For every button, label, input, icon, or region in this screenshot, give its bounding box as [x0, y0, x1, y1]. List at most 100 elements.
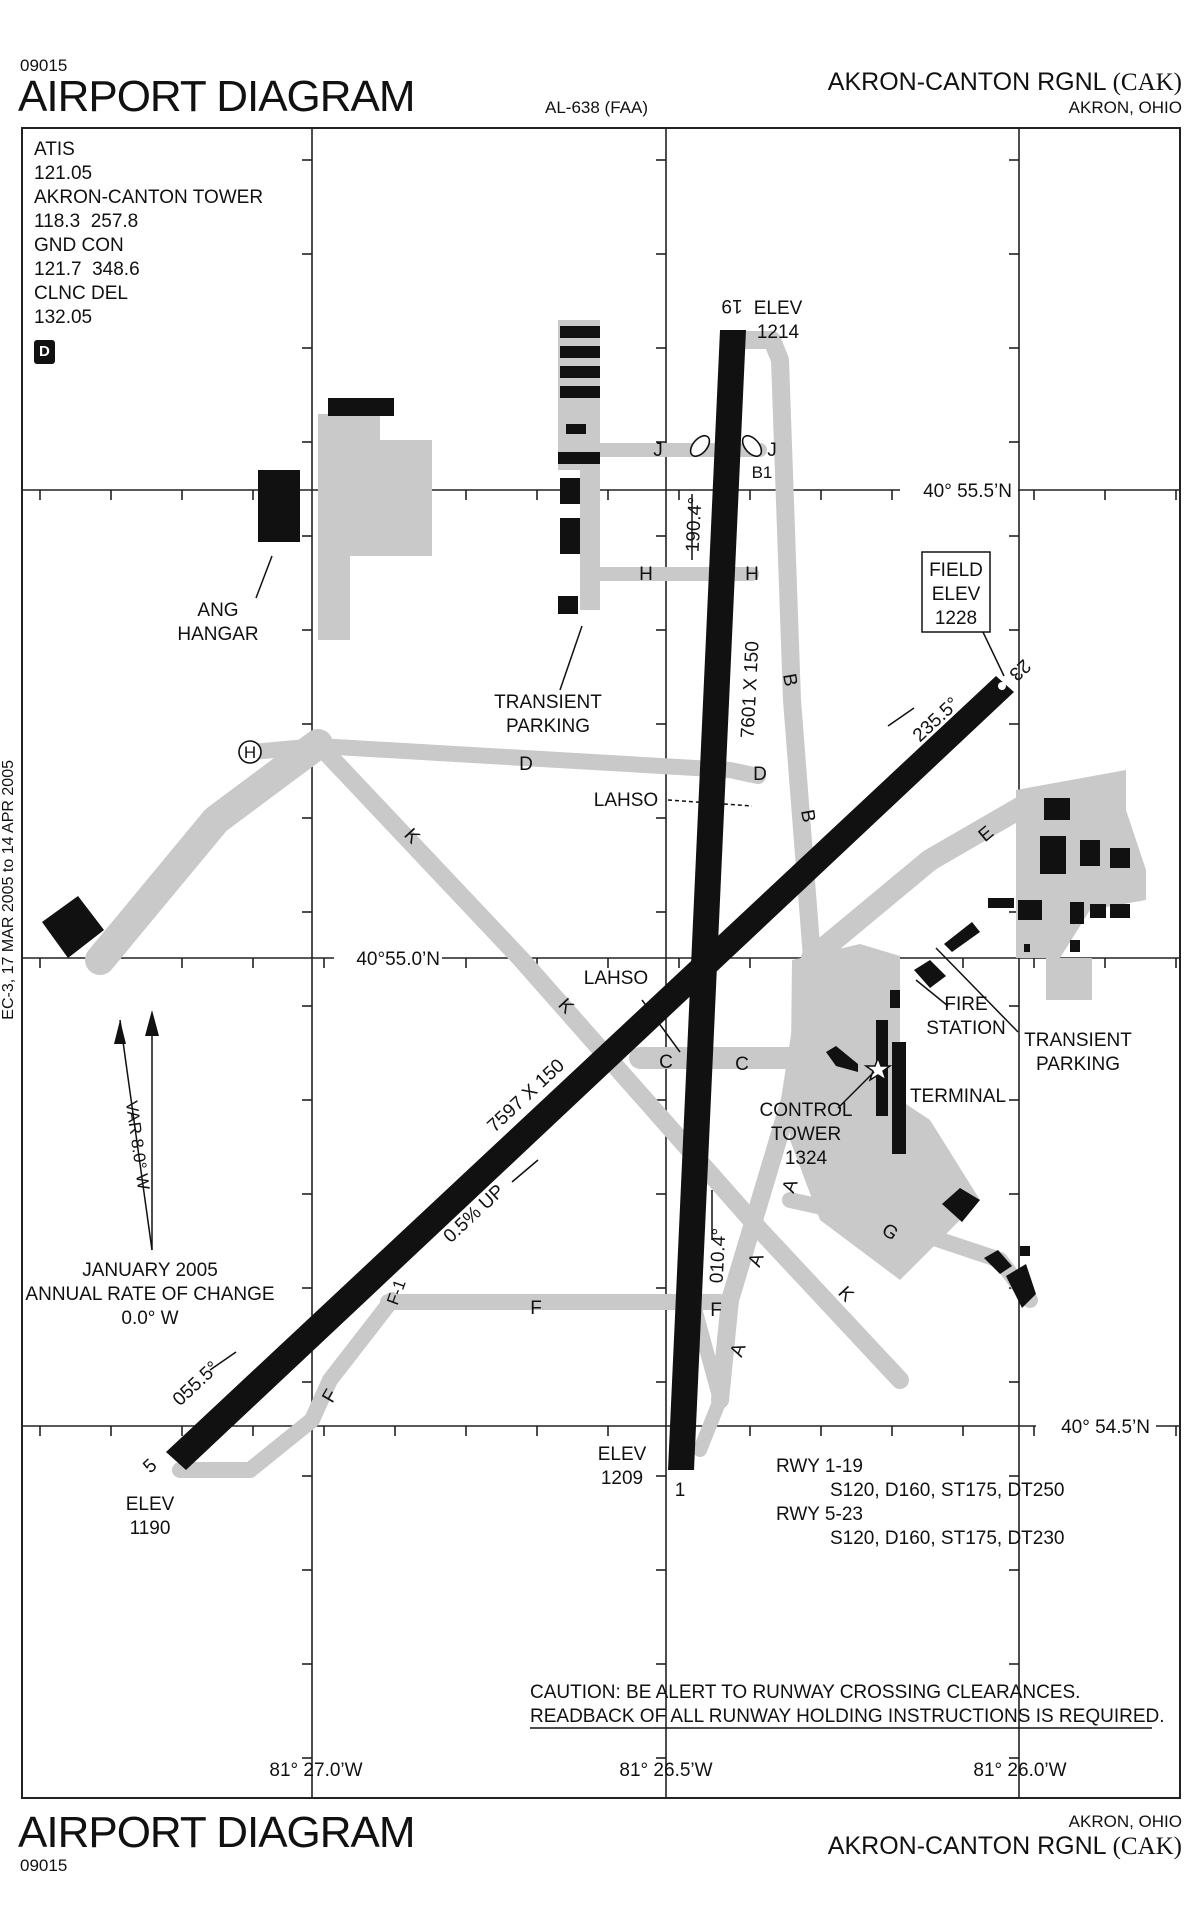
- south-hangar-3: [1006, 1264, 1036, 1308]
- south-hangar-4: [1020, 1246, 1030, 1256]
- rwy-end-23: 23: [1005, 655, 1035, 685]
- footer-volume-code: 09015: [20, 1856, 68, 1875]
- rwy-19-elev: 1214: [757, 322, 800, 343]
- volume-code: 09015: [20, 56, 68, 75]
- tower-leader: [837, 1071, 875, 1109]
- atis-label: ATIS: [34, 139, 75, 160]
- caution-line-2: READBACK OF ALL RUNWAY HOLDING INSTRUCTI…: [530, 1706, 1165, 1727]
- mag-var-label: VAR 8.0° W: [122, 1100, 153, 1191]
- south-hangar-1: [942, 1188, 980, 1222]
- rwy-1-elev-label: ELEV: [598, 1444, 647, 1465]
- east-bldg-10: [1024, 944, 1030, 952]
- taxiway-j-label-east: J: [767, 440, 777, 461]
- heliport-icon: [238, 740, 262, 764]
- tp-bldg-3: [560, 366, 600, 378]
- taxiway-b-label-north: B: [778, 672, 801, 688]
- east-bldg-1: [1044, 798, 1070, 820]
- ang-bldg-north: [328, 398, 394, 416]
- east-bldg-9: [1110, 904, 1130, 918]
- lahso-north-label: LAHSO: [594, 790, 658, 811]
- airport-name-text: AKRON-CANTON RGNL: [827, 68, 1106, 96]
- runway-5-23: [166, 676, 1014, 1470]
- footer-airport-name-text: AKRON-CANTON RGNL: [827, 1832, 1106, 1860]
- rwy-5-23-heading-sw: 055.5°: [169, 1357, 224, 1410]
- rwy-1-19-dimensions: 7601 X 150: [737, 641, 763, 739]
- taxiway-j-label-west: J: [653, 440, 663, 461]
- mag-date: JANUARY 2005: [82, 1260, 218, 1281]
- fire-station-bldg: [914, 960, 946, 988]
- east-bldg-3: [1080, 840, 1100, 866]
- transient-parking-north-label-1: TRANSIENT: [494, 692, 602, 713]
- taxiway-f-label-mid: F: [530, 1298, 542, 1319]
- lat-label-3: 40° 54.5’N: [1061, 1417, 1150, 1438]
- field-elev-value: 1228: [935, 608, 977, 629]
- footer-city-state: AKRON, OHIO: [1068, 1812, 1182, 1831]
- taxiway-lines: [85, 331, 1038, 1478]
- hold-short-j-west: [689, 434, 711, 458]
- footer-airport-name: AKRON-CANTON RGNL (CAK): [828, 1832, 1182, 1861]
- east-apron-south: [1046, 958, 1092, 1000]
- tp-bldg-4: [560, 386, 600, 398]
- east-bldg-4: [1110, 848, 1130, 868]
- transient-bldg: [944, 922, 980, 952]
- lahso-south-label: LAHSO: [584, 968, 648, 989]
- lon-label-2: 81° 26.5’W: [619, 1760, 712, 1781]
- lat-2-bg: [334, 948, 442, 968]
- terminal-west-wing: [826, 1046, 858, 1072]
- chart-frame: [21, 127, 1181, 1799]
- tower-freq: 118.3 257.8: [34, 211, 139, 232]
- fire-station-label-1: FIRE: [944, 994, 987, 1015]
- airport-name: AKRON-CANTON RGNL (CAK): [828, 68, 1182, 97]
- taxiway-h-label-east: H: [745, 564, 759, 585]
- frequency-list: ATIS 121.05 AKRON-CANTON TOWER 118.3 257…: [34, 138, 263, 364]
- atis-freq: 121.05: [34, 163, 93, 184]
- strength-rwy-1-19-label: RWY 1-19: [776, 1456, 863, 1477]
- ang-hangar-bldg: [258, 470, 300, 542]
- taxiway-c-label-west: C: [659, 1052, 673, 1073]
- rwy-19-elev-label: ELEV: [754, 298, 803, 319]
- strength-rwy-1-19-values: S120, D160, ST175, DT250: [830, 1480, 1064, 1501]
- rwy-end-5: 5: [139, 1455, 161, 1478]
- west-connector: [85, 729, 333, 975]
- ang-apron: [318, 414, 432, 640]
- field-elev-box: [921, 551, 991, 633]
- tp-east-leader: [935, 947, 1019, 1033]
- terminal-label: TERMINAL: [910, 1086, 1006, 1107]
- rwy-1-elev: 1209: [601, 1468, 643, 1489]
- heading-055-arrow: [209, 1351, 237, 1371]
- rwy-end-1: 1: [675, 1480, 686, 1501]
- footer-airport-code: (CAK): [1112, 1833, 1182, 1860]
- lat-label-1: 40° 55.5’N: [923, 481, 1012, 502]
- east-bldg-7: [1070, 902, 1084, 924]
- control-tower-label-1: CONTROL: [760, 1100, 853, 1121]
- hold-short-j-east: [741, 434, 763, 458]
- rwy-end-19: 19: [721, 295, 742, 316]
- fire-station-bldg-2: [890, 990, 900, 1008]
- chart-id: AL-638 (FAA): [545, 98, 648, 117]
- lat-3-bg: [1036, 1416, 1156, 1436]
- north-transient-apron: [558, 320, 600, 610]
- heading-235-arrow: [887, 707, 915, 727]
- gnd-freq: 121.7 348.6: [34, 259, 140, 280]
- control-tower-elev: 1324: [785, 1148, 828, 1169]
- west-hangar-bldg: [42, 896, 104, 958]
- grid-ticks: [39, 159, 1177, 1759]
- tp-bldg-2: [560, 346, 600, 358]
- lat-1-bg: [900, 480, 1018, 500]
- clnc-freq: 132.05: [34, 307, 93, 328]
- taxiway-k: [309, 735, 909, 1389]
- transient-parking-east-label-1: TRANSIENT: [1024, 1030, 1132, 1051]
- mag-rate-label: ANNUAL RATE OF CHANGE: [25, 1284, 274, 1305]
- ang-hangar-label-1: ANG: [197, 600, 238, 621]
- rwy-5-elev-label: ELEV: [126, 1494, 175, 1515]
- lahso-south-leader: [641, 999, 681, 1053]
- east-bldg-6: [1018, 900, 1042, 920]
- east-bldg-5: [988, 898, 1014, 908]
- fire-leader: [915, 979, 949, 1007]
- taxiway-b1-label: B1: [752, 463, 773, 482]
- rwy-1-19-heading-south: 010.4°: [707, 1228, 731, 1284]
- tp-bldg-9: [558, 596, 578, 614]
- taxiway-a-label-north: A: [778, 1176, 802, 1195]
- terminal-concourse-b: [892, 1042, 906, 1154]
